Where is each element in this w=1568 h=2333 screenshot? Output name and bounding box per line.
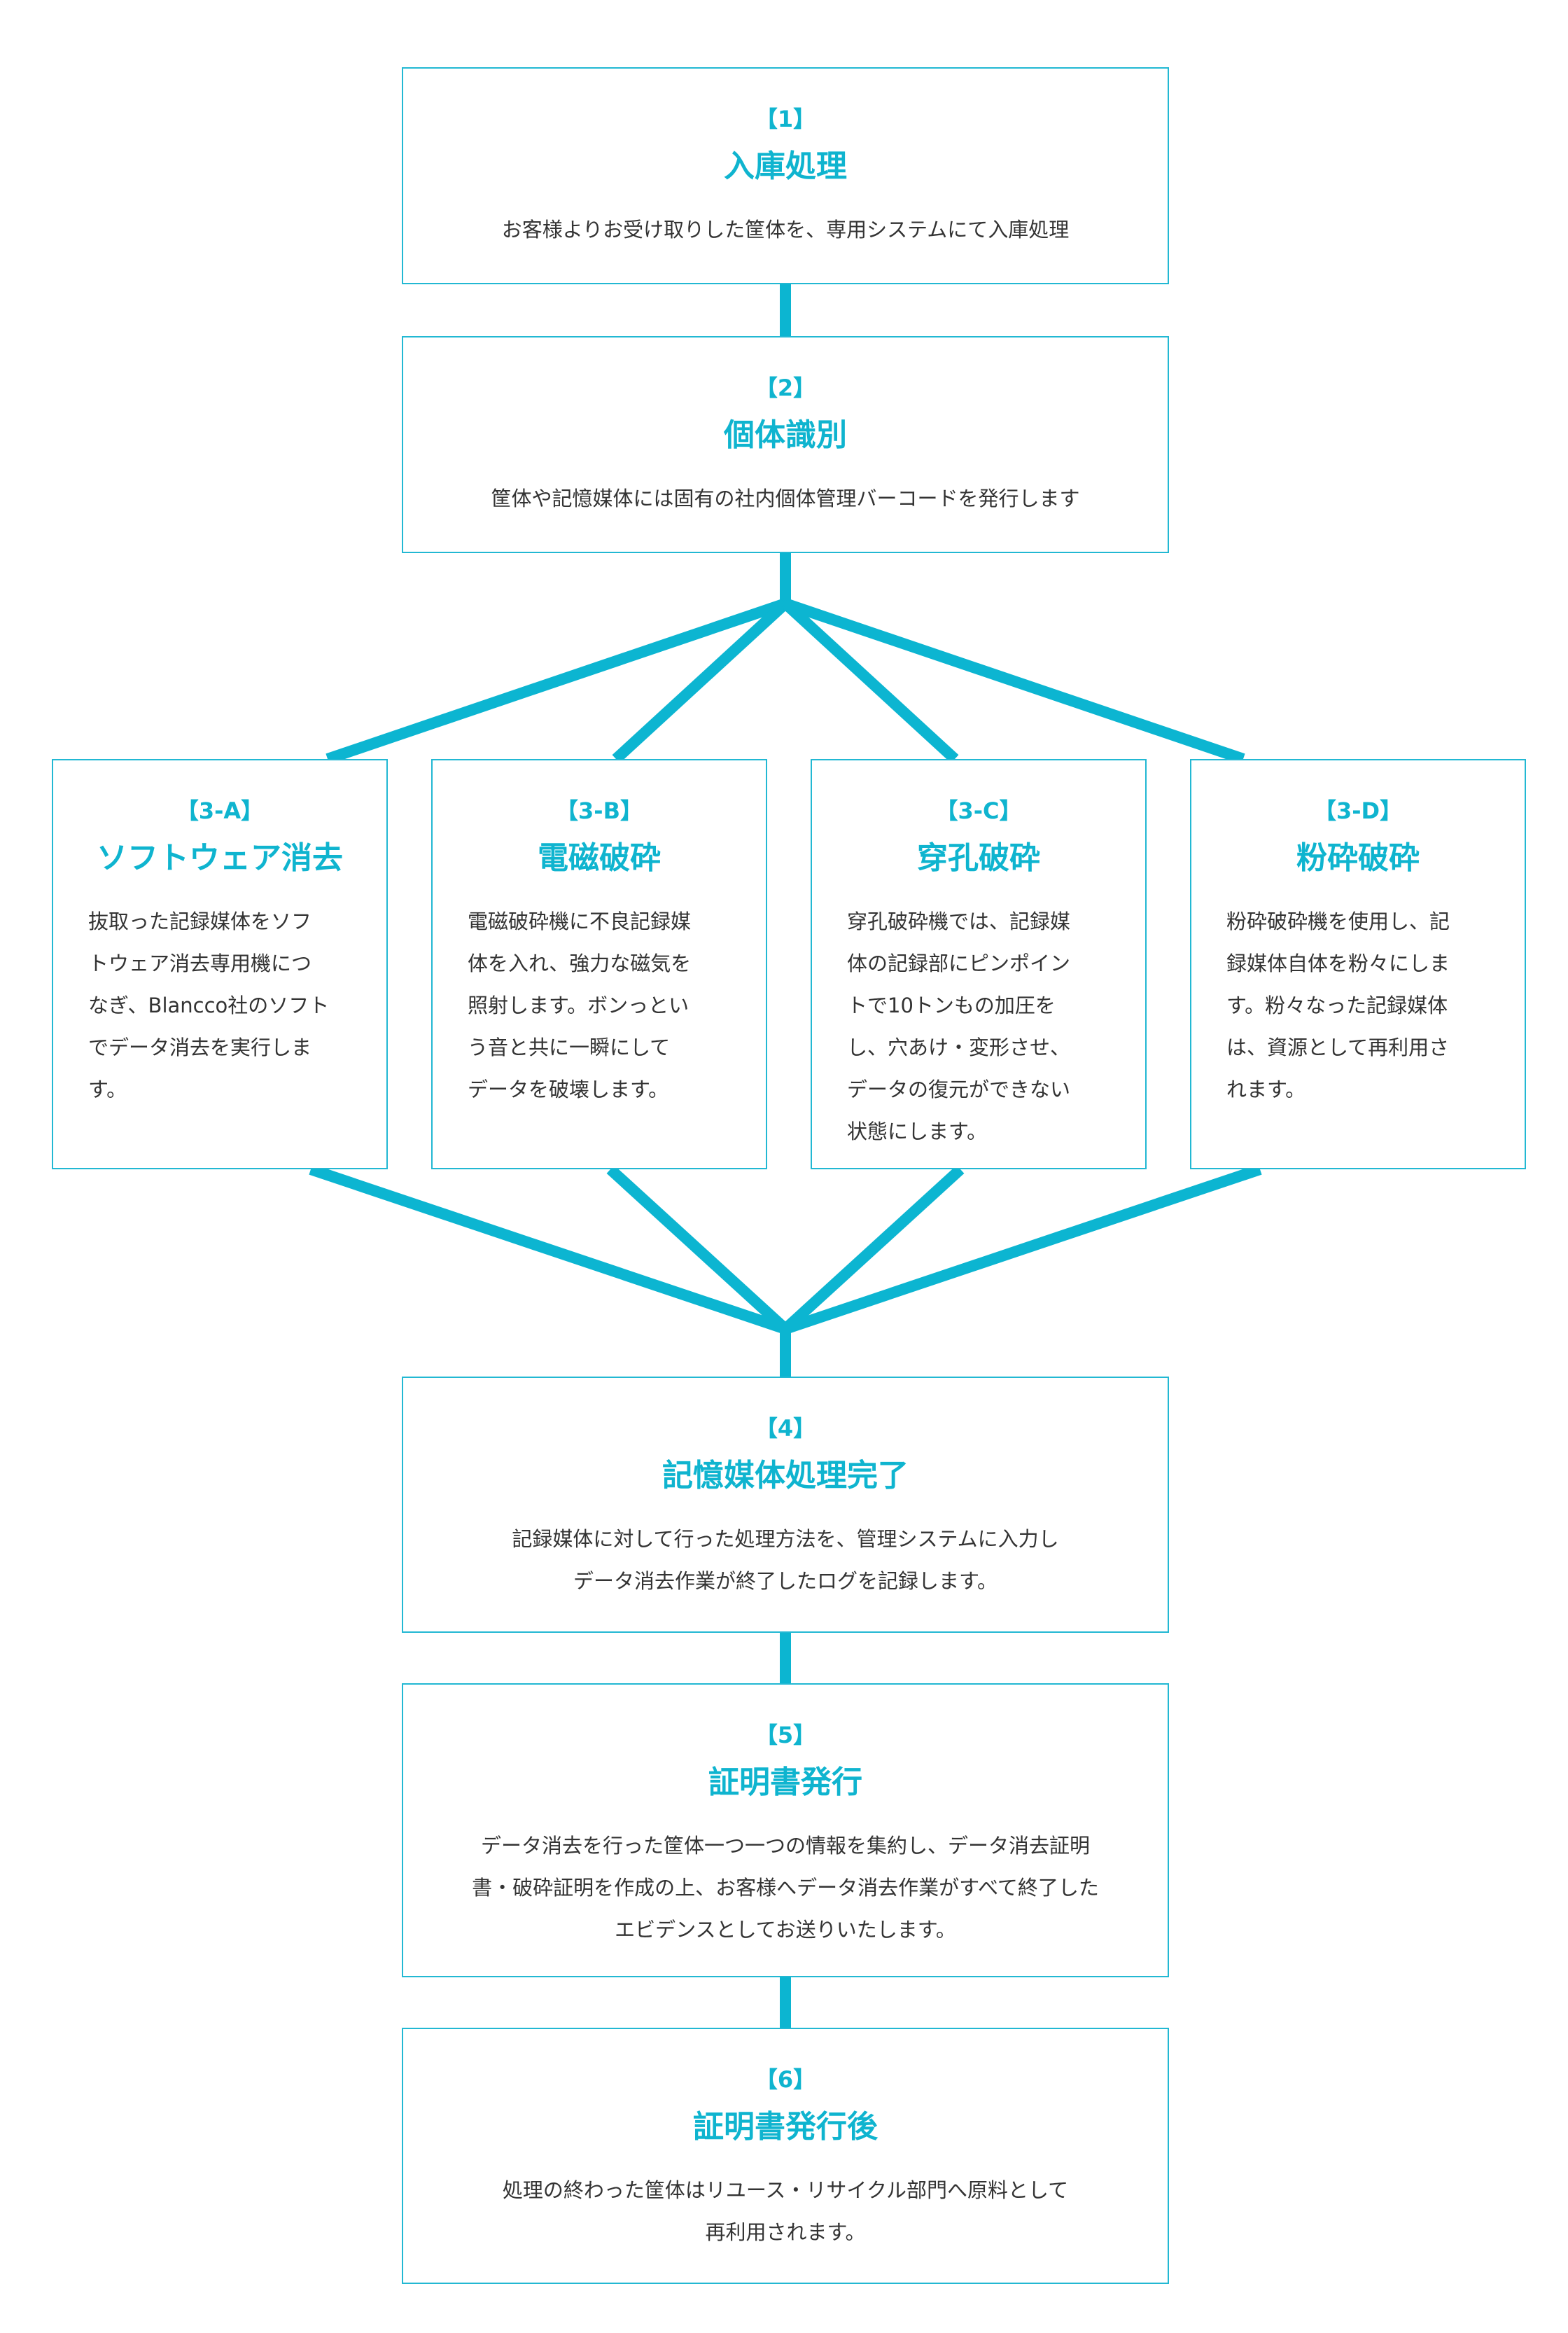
- method-number: 【3-C】: [935, 798, 1022, 824]
- step-title: 証明書発行後: [693, 2109, 878, 2145]
- step-description: 処理の終わった筐体はリユース・リサイクル部門へ原料として 再利用されます。: [502, 2178, 1069, 2244]
- method-description: 電磁破砕機に不良記録媒 体を入れ、強力な磁気を 照射します。ボンっとい う音と共…: [468, 910, 692, 1101]
- method-description: 穿孔破砕機では、記録媒 体の記録部にピンポイン トで10トンもの加圧を し、穴あ…: [847, 910, 1071, 1143]
- method-number: 【3-D】: [1313, 798, 1403, 824]
- connector-hub-3a: [326, 598, 788, 765]
- step-title: 記憶媒体処理完了: [662, 1458, 909, 1493]
- step-title: 証明書発行: [708, 1764, 862, 1800]
- connector-3a-hub: [309, 1164, 788, 1335]
- step-4-box: 【4】 記憶媒体処理完了 記録媒体に対して行った処理方法を、管理システムに入力し…: [402, 1377, 1169, 1633]
- step-description: お客様よりお受け取りした筐体を、専用システムにて入庫処理: [501, 218, 1070, 242]
- connector-3c-hub: [781, 1165, 965, 1333]
- step-6-box: 【6】 証明書発行後 処理の終わった筐体はリユース・リサイクル部門へ原料として …: [402, 2028, 1169, 2284]
- method-title: ソフトウェア消去: [97, 840, 343, 876]
- method-description: 抜取った記録媒体をソフ トウェア消去専用機につ なぎ、Blancco社のソフト …: [88, 910, 330, 1101]
- connector-hub-3c: [781, 599, 959, 763]
- step-description: 記録媒体に対して行った処理方法を、管理システムに入力し データ消去作業が終了した…: [512, 1527, 1059, 1593]
- connector-hub-3d: [783, 598, 1245, 765]
- step-2-box: 【2】 個体識別 筐体や記憶媒体には固有の社内個体管理バーコードを発行します: [402, 336, 1169, 553]
- method-number: 【3-B】: [556, 798, 643, 824]
- connector-hub-3b: [612, 599, 790, 763]
- step-number: 【1】: [755, 106, 816, 132]
- method-3c-box: 【3-C】 穿孔破砕 穿孔破砕機では、記録媒 体の記録部にピンポイン トで10ト…: [811, 759, 1147, 1169]
- step-title: 入庫処理: [724, 148, 847, 184]
- method-description: 粉砕破砕機を使用し、記 録媒体自体を粉々にしま す。粉々なった記録媒体 は、資源…: [1226, 910, 1450, 1101]
- step-1-box: 【1】 入庫処理 お客様よりお受け取りした筐体を、専用システムにて入庫処理: [402, 67, 1169, 284]
- step-description: 筐体や記憶媒体には固有の社内個体管理バーコードを発行します: [491, 487, 1080, 510]
- method-3b-box: 【3-B】 電磁破砕 電磁破砕機に不良記録媒 体を入れ、強力な磁気を 照射します…: [431, 759, 767, 1169]
- method-number: 【3-A】: [176, 798, 264, 824]
- step-description: データ消去を行った筐体一つ一つの情報を集約し、データ消去証明 書・破砕証明を作成…: [472, 1834, 1099, 1942]
- method-3d-box: 【3-D】 粉砕破砕 粉砕破砕機を使用し、記 録媒体自体を粉々にしま す。粉々な…: [1190, 759, 1526, 1169]
- step-number: 【5】: [755, 1722, 816, 1748]
- step-5-box: 【5】 証明書発行 データ消去を行った筐体一つ一つの情報を集約し、データ消去証明…: [402, 1683, 1169, 1977]
- step-number: 【2】: [755, 375, 816, 401]
- method-title: 電磁破砕: [538, 840, 661, 876]
- method-title: 穿孔破砕: [917, 840, 1040, 876]
- step-number: 【4】: [755, 1415, 816, 1442]
- step-number: 【6】: [755, 2066, 816, 2093]
- method-3a-box: 【3-A】 ソフトウェア消去 抜取った記録媒体をソフ トウェア消去専用機につ な…: [52, 759, 388, 1169]
- step-title: 個体識別: [724, 417, 847, 453]
- method-title: 粉砕破砕: [1296, 840, 1420, 876]
- connector-3d-hub: [783, 1164, 1262, 1335]
- connector-3b-hub: [606, 1165, 790, 1333]
